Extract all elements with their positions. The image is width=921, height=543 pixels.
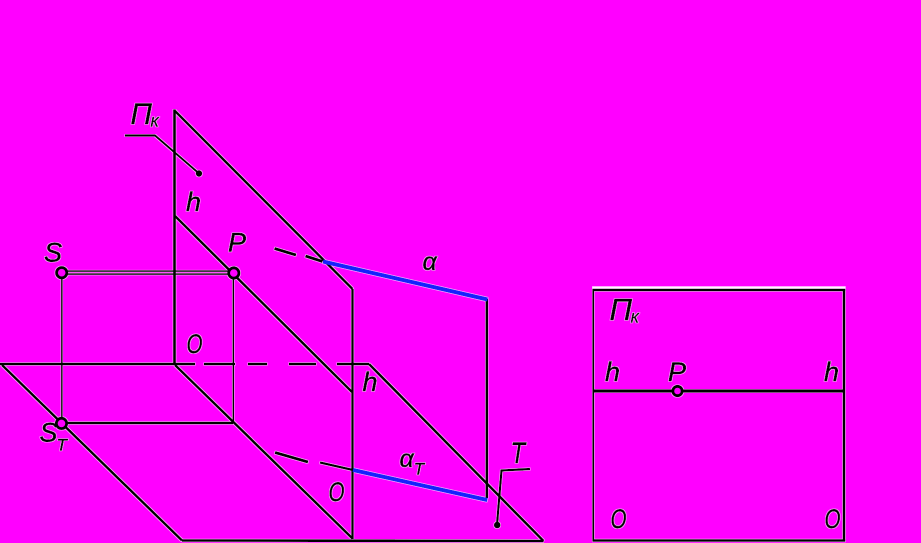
svg-text:h: h	[824, 357, 839, 387]
svg-text:h: h	[605, 357, 620, 387]
svg-text:S: S	[44, 238, 62, 268]
svg-text:h: h	[363, 367, 378, 397]
svg-text:P: P	[668, 357, 686, 387]
svg-text:O: O	[187, 329, 203, 359]
svg-text:O: O	[825, 504, 841, 534]
svg-text:O: O	[329, 477, 345, 507]
svg-text:T: T	[511, 435, 528, 469]
svg-text:h: h	[186, 187, 201, 217]
svg-text:P: P	[228, 228, 246, 258]
svg-text:ПК: ПК	[131, 98, 160, 131]
svg-text:O: O	[611, 504, 627, 534]
svg-text:α: α	[423, 248, 438, 276]
